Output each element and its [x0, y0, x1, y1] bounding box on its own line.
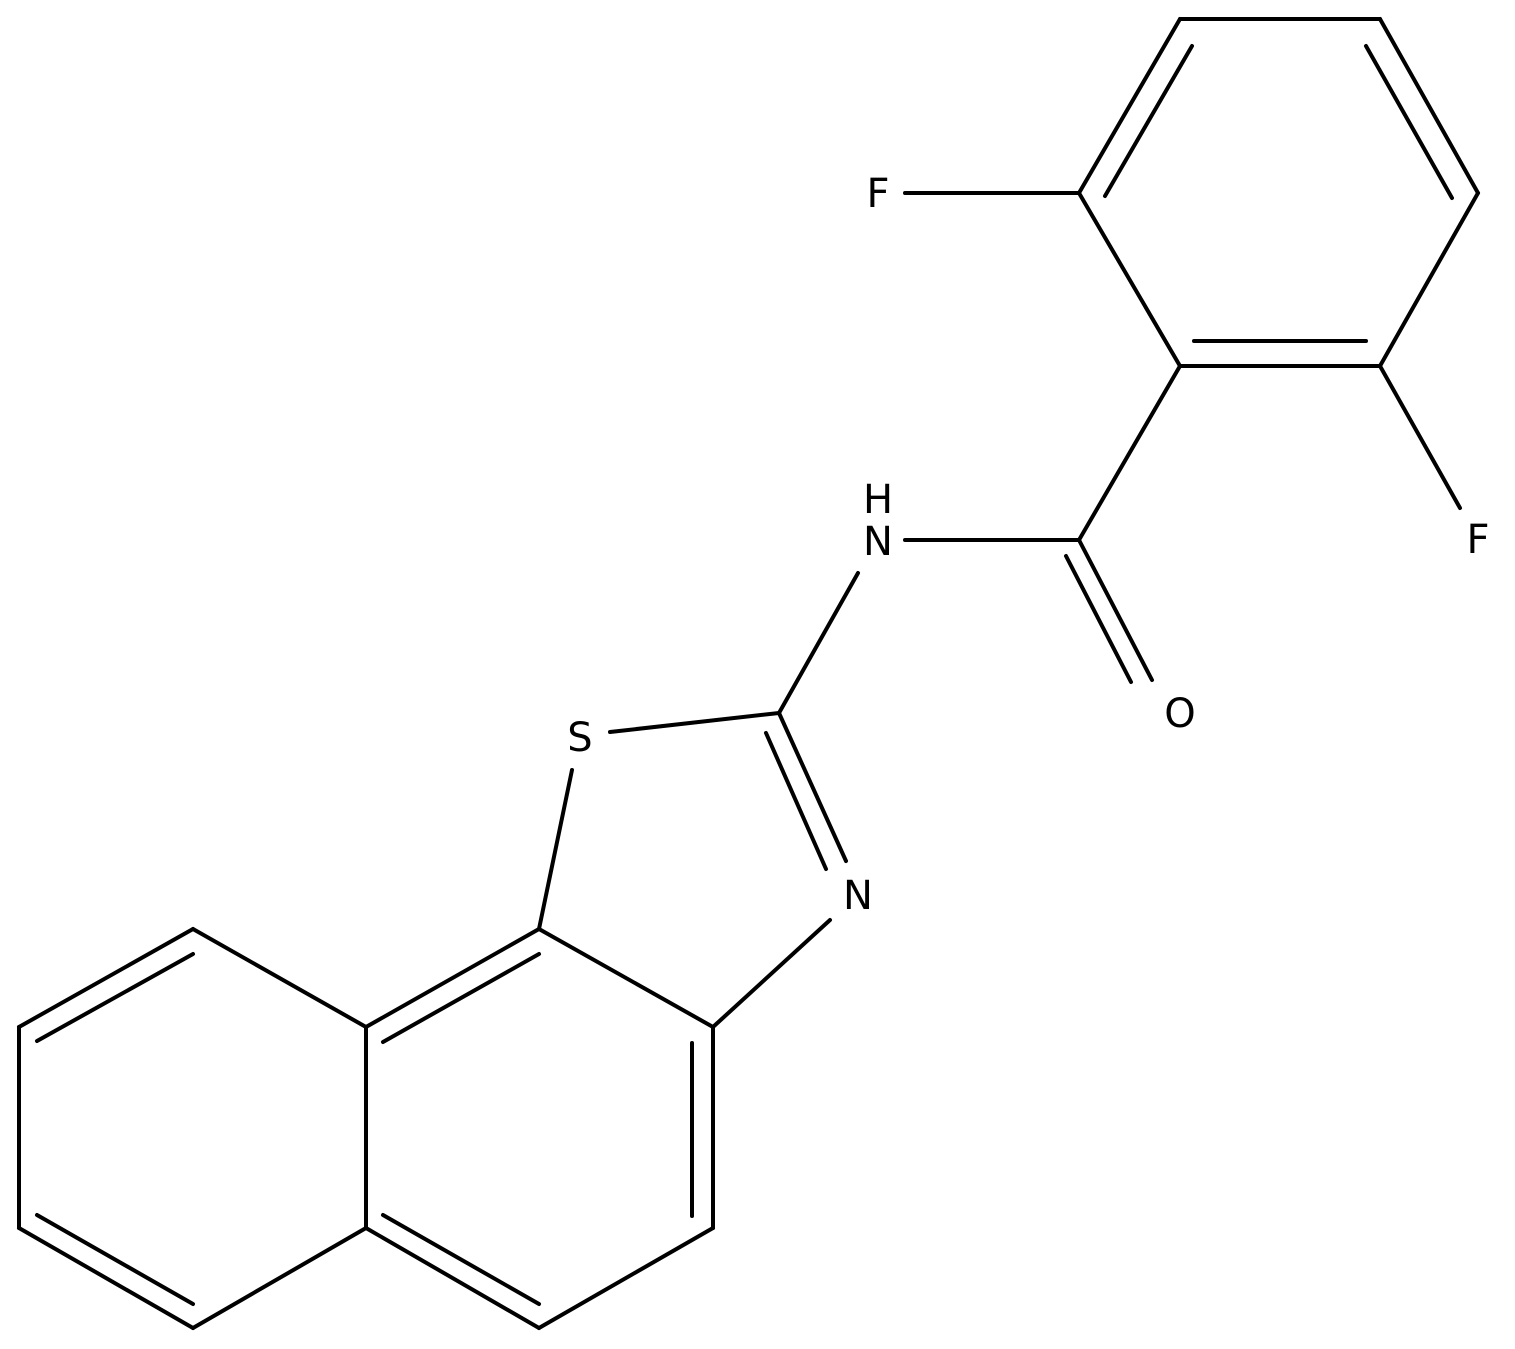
amide-nitrogen-label: N — [863, 519, 893, 565]
bond — [35, 1213, 195, 1306]
bond — [537, 768, 574, 931]
bond — [764, 731, 828, 871]
bond — [191, 1226, 368, 1330]
bond — [1364, 44, 1454, 200]
ring-nitrogen-label: N — [843, 873, 873, 919]
bond — [17, 927, 195, 1029]
bond — [364, 927, 541, 1029]
bond — [608, 711, 781, 734]
bond — [1077, 17, 1182, 195]
bond — [381, 952, 541, 1044]
bond — [537, 1226, 715, 1330]
hydrogen-label: H — [863, 477, 893, 523]
thiazole-ring — [537, 711, 848, 1029]
fluorine-label: F — [866, 171, 889, 217]
bond — [364, 1226, 541, 1330]
bond-c-f — [1378, 364, 1462, 510]
bond — [17, 1226, 195, 1330]
sulfur-label: S — [567, 715, 592, 761]
bond — [1103, 44, 1194, 198]
bond — [711, 918, 832, 1029]
difluorophenyl-ring — [1077, 17, 1480, 368]
naphthalene-system — [17, 927, 715, 1330]
bond — [381, 1213, 541, 1306]
oxygen-label: O — [1164, 691, 1195, 737]
bond-c-o — [1077, 538, 1154, 682]
bond-c-o — [1064, 554, 1133, 684]
bond — [191, 927, 368, 1029]
bond — [35, 952, 195, 1043]
bond-n-c2 — [777, 571, 860, 715]
fluorine-label: F — [1466, 517, 1489, 563]
bond — [1378, 17, 1480, 195]
bond — [777, 711, 848, 863]
bond-aryl-carbonyl — [1077, 364, 1182, 542]
bond — [1077, 191, 1182, 368]
bond — [537, 927, 715, 1029]
bond — [1378, 191, 1480, 368]
